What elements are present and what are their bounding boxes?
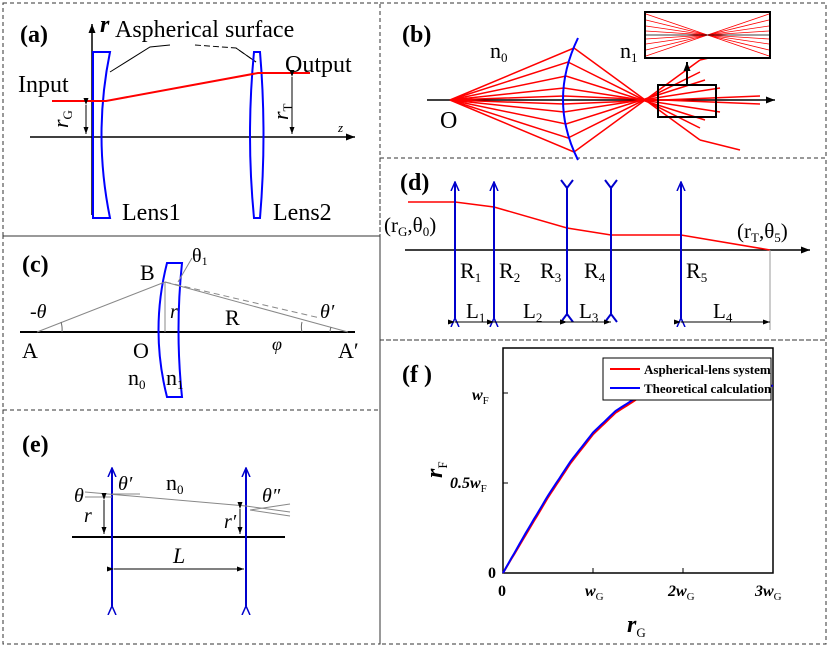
n0-label-e: n0 xyxy=(166,470,184,497)
series-line-1 xyxy=(502,384,773,574)
r-label-c: r xyxy=(170,301,178,323)
ray-a-b xyxy=(36,281,166,333)
theta1-label: θ1 xyxy=(192,245,208,268)
panel-e-tag: (e) xyxy=(22,432,49,458)
panel-c-tag: (c) xyxy=(22,252,49,278)
theta-dprime-label: θ″ xyxy=(262,485,281,507)
y-tick-half: 0.5wF xyxy=(450,475,487,495)
n1-label: n1 xyxy=(620,38,638,65)
focus-box xyxy=(657,84,717,118)
neg-theta-label: -θ xyxy=(30,301,47,323)
theta-label-e: θ xyxy=(74,485,84,507)
plot-frame xyxy=(502,347,774,574)
input-label: Input xyxy=(18,72,69,98)
panel-b-tag: (b) xyxy=(402,22,431,48)
theta-prime-label: θ′ xyxy=(320,301,335,323)
theta1-leader xyxy=(177,257,193,283)
rg-label: rG xyxy=(48,110,75,128)
lenses-d xyxy=(455,179,681,322)
n0-label: n0 xyxy=(490,38,508,65)
lens-r3-label: R3 xyxy=(540,258,561,285)
panel-c: (c) B θ1 -θ θ′ r R φ A O A′ n0 n1 xyxy=(20,245,359,398)
phi-label: φ xyxy=(272,334,282,354)
lens1-shape xyxy=(92,51,112,219)
aspherical-surface-label: Aspherical surface xyxy=(115,17,294,43)
panel-a: (a) r Aspherical surface z Input Output … xyxy=(18,12,355,226)
point-b-label: B xyxy=(140,260,155,285)
series-line-0 xyxy=(502,384,773,574)
x-tick-0: 0 xyxy=(498,583,506,600)
leader-line-2 xyxy=(194,44,257,63)
point-o-label: O xyxy=(133,338,149,363)
lens-c-shape xyxy=(157,262,184,398)
ray-path-d xyxy=(408,201,771,251)
panel-a-tag: (a) xyxy=(20,22,48,48)
L-label-e: L xyxy=(172,543,185,568)
ray-path-a xyxy=(52,72,310,102)
x-tick-1: wG xyxy=(585,583,604,603)
ray-b-a-prime xyxy=(164,281,349,333)
lens-r5-label: R5 xyxy=(686,258,707,285)
lens-r1-label: R1 xyxy=(460,258,481,285)
panel-d-tag: (d) xyxy=(400,170,429,196)
lens-r4-label: R4 xyxy=(584,258,606,285)
svg-text:rF: rF xyxy=(422,461,450,478)
output-label: Output xyxy=(285,52,352,78)
y-axis-title: rF xyxy=(422,461,450,478)
legend-label-0: Aspherical-lens system xyxy=(644,362,771,377)
input-point-label: (rG,θ0) xyxy=(384,213,436,239)
panel-e: (e) θ θ′ n0 θ″ r r′ L xyxy=(22,432,291,606)
z-axis-label: z xyxy=(337,120,343,135)
panel-f-tag: (f ) xyxy=(402,362,432,388)
lens2-shape xyxy=(249,51,265,219)
aspherical-surface-b xyxy=(562,37,579,161)
legend-box xyxy=(602,357,772,401)
x-tick-3: 3wG xyxy=(754,583,782,603)
r-label-e: r xyxy=(84,505,92,527)
point-a-prime-label: A′ xyxy=(338,338,359,363)
x-axis-title: rG xyxy=(627,612,646,640)
spacing-l4-label: L4 xyxy=(713,299,733,325)
svg-text:rG: rG xyxy=(48,110,75,128)
ray-e-angle xyxy=(249,503,291,517)
spacing-l2-label: L2 xyxy=(523,299,542,325)
lens1-label: Lens1 xyxy=(122,200,181,226)
x-tick-2: 2wG xyxy=(667,583,695,603)
n1-label-c: n1 xyxy=(166,365,184,392)
y-tick-0: 0 xyxy=(488,565,496,582)
point-a-label: A xyxy=(22,338,38,363)
r-prime-label-e: r′ xyxy=(224,511,237,533)
leader-line-1 xyxy=(109,44,171,73)
n0-label-c: n0 xyxy=(128,365,146,392)
ray-e-out xyxy=(245,505,291,513)
theta-prime-arc xyxy=(329,326,332,333)
legend-label-1: Theoretical calculation xyxy=(644,381,772,396)
lens-r2-label: R2 xyxy=(499,258,520,285)
r-axis-label: r xyxy=(100,12,110,38)
phi-arc xyxy=(300,321,303,333)
zoom-inset-rays xyxy=(645,13,770,57)
spacing-l1-label: L1 xyxy=(466,299,485,325)
ray-e xyxy=(84,491,247,507)
svg-text:rT: rT xyxy=(268,103,295,120)
series-group xyxy=(502,384,773,574)
theta-prime-label-e: θ′ xyxy=(118,473,133,495)
spacing-l3-label: L3 xyxy=(579,299,598,325)
rt-label: rT xyxy=(268,103,295,120)
output-point-label: (rT,θ5) xyxy=(737,219,788,245)
lens2-label: Lens2 xyxy=(273,200,332,226)
panel-d: (d) R1 R2 R3 R4 R5 (rG,θ0) (rT,θ5) xyxy=(384,170,810,330)
y-tick-w: wF xyxy=(472,387,489,407)
panel-b: (b) O n0 n1 xyxy=(402,11,775,161)
origin-label: O xyxy=(440,108,457,134)
R-label-c: R xyxy=(225,305,240,330)
normal-line xyxy=(164,281,321,319)
tick-marks xyxy=(502,392,774,574)
theta-arc xyxy=(60,321,63,333)
panel-f: (f ) 0 0.5wF wF 0 wG 2wG 3wG rF rG Asphe… xyxy=(402,347,782,640)
